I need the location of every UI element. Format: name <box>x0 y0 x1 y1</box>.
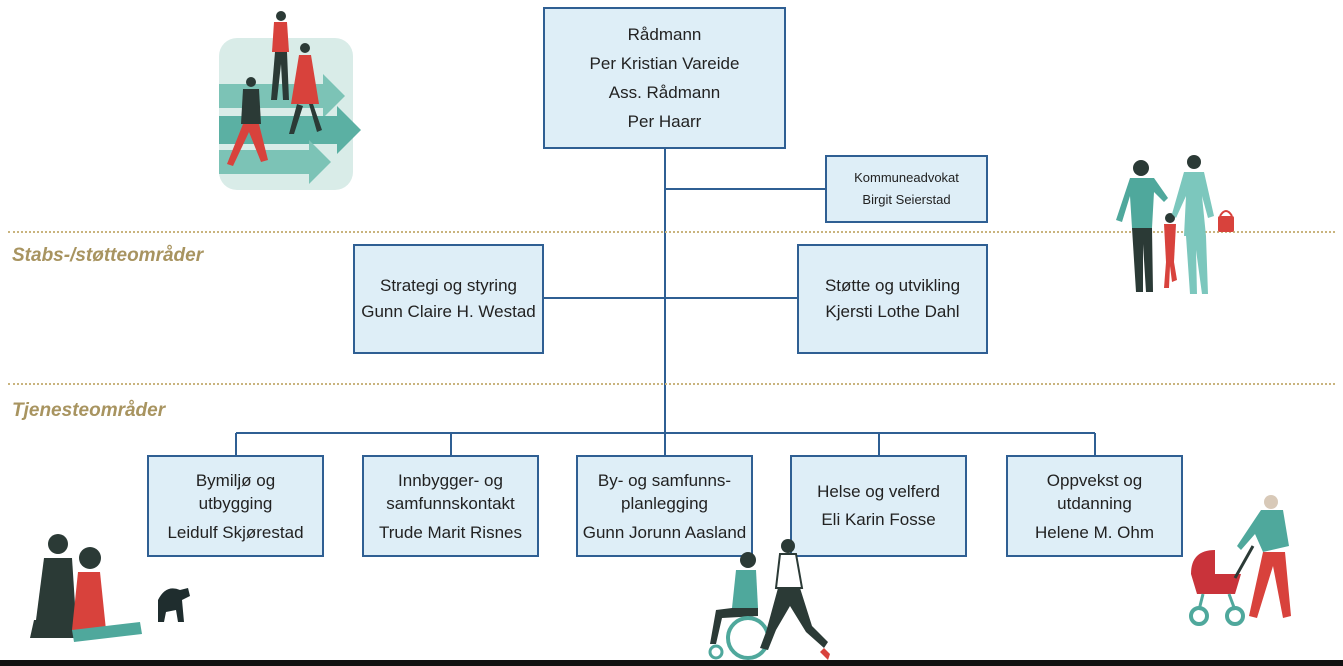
unit-line: Oppvekst og <box>1046 470 1143 490</box>
name-line: Gunn Claire H. Westad <box>361 302 536 321</box>
people-walking-arrows-icon <box>219 11 361 190</box>
top-leader-box: Rådmann Per Kristian Vareide Ass. Rådman… <box>543 7 786 149</box>
family-icon <box>1116 155 1234 294</box>
name-line: Kjersti Lothe Dahl <box>825 302 960 321</box>
bottom-border <box>0 660 1343 666</box>
unit-line: Helse og velferd <box>817 482 940 501</box>
title-line: Kommuneadvokat <box>854 170 959 185</box>
name-line: Leidulf Skjørestad <box>167 522 304 542</box>
services-divider <box>8 383 1335 385</box>
staff-unit-box: Støtte og utvikling Kjersti Lothe Dahl <box>797 244 988 354</box>
unit-line: utdanning <box>1057 493 1132 513</box>
couple-with-dog-icon <box>30 534 190 642</box>
staff-divider <box>8 231 1335 233</box>
advocate-box: Kommuneadvokat Birgit Seierstad <box>825 155 988 223</box>
unit-line: By- og samfunns- <box>597 470 732 490</box>
unit-line: samfunnskontakt <box>386 493 515 513</box>
title-line: Rådmann <box>627 25 702 44</box>
service-unit-box: Bymiljø og utbygging Leidulf Skjørestad <box>147 455 324 557</box>
staff-unit-box: Strategi og styring Gunn Claire H. Westa… <box>353 244 544 354</box>
service-unit-box: By- og samfunns- planlegging Gunn Jorunn… <box>576 455 753 557</box>
name-line: Eli Karin Fosse <box>821 510 936 529</box>
unit-line: Støtte og utvikling <box>824 276 961 295</box>
name-line: Helene M. Ohm <box>1034 522 1155 542</box>
parent-with-stroller-icon <box>1189 495 1291 626</box>
section-label-staff: Stabs-/støtteområder <box>12 245 204 266</box>
unit-line: Bymiljø og <box>195 470 276 490</box>
unit-line: Innbygger- og <box>398 470 503 490</box>
name-line: Gunn Jorunn Aasland <box>582 522 747 542</box>
service-unit-box: Oppvekst og utdanning Helene M. Ohm <box>1006 455 1183 557</box>
name-line: Birgit Seierstad <box>862 192 951 207</box>
unit-line: Strategi og styring <box>379 276 517 295</box>
wheelchair-and-runner-icon <box>708 539 830 660</box>
name-line: Per Kristian Vareide <box>589 54 740 73</box>
section-label-services: Tjenesteområder <box>12 400 166 421</box>
name-line: Trude Marit Risnes <box>379 522 522 542</box>
name-line: Per Haarr <box>627 112 702 131</box>
service-unit-box: Innbygger- og samfunnskontakt Trude Mari… <box>362 455 539 557</box>
title-line: Ass. Rådmann <box>608 83 721 102</box>
service-unit-box: Helse og velferd Eli Karin Fosse <box>790 455 967 557</box>
unit-line: utbygging <box>198 493 273 513</box>
unit-line: planlegging <box>621 493 708 513</box>
